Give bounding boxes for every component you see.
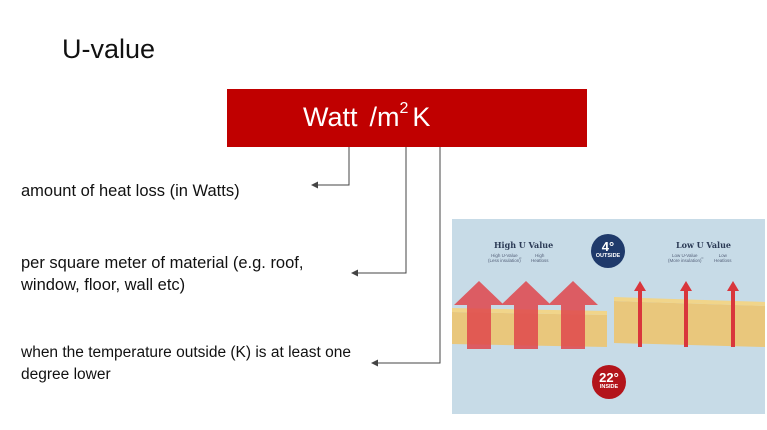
connector-watt: [312, 147, 350, 186]
unit-watt: Watt: [303, 102, 358, 132]
arrowhead-per-meter: [351, 269, 358, 277]
insulation-right-top: [614, 297, 765, 306]
unit-kelvin: K: [412, 102, 431, 132]
high-u-caption-a: High U-Value(Less insulation): [488, 253, 521, 263]
outside-label: OUTSIDE: [595, 253, 621, 259]
description-temperature: when the temperature outside (K) is at l…: [21, 344, 351, 383]
description-square-meter: per square meter of material (e.g. roof,…: [21, 254, 304, 294]
heat-arrow-right-3: [727, 281, 739, 347]
unit-squared: 2: [399, 100, 409, 117]
arrowhead-watt: [311, 181, 318, 189]
inside-label: INSIDE: [599, 384, 619, 390]
outside-temperature: 4°: [601, 239, 615, 254]
low-u-value-title: Low U Value: [676, 240, 731, 250]
heat-arrow-left-1: [454, 281, 504, 349]
low-u-equals: =: [701, 255, 704, 260]
high-u-value-title: High U Value: [494, 240, 554, 250]
u-value-infographic: High U Value High U-Value(Less insulatio…: [452, 219, 765, 414]
low-u-caption-a: Low U-Value(More insulation): [668, 253, 702, 263]
outside-temperature-badge: 4° OUTSIDE: [591, 234, 625, 268]
high-u-equals: =: [519, 255, 522, 260]
connector-per-meter: [352, 147, 407, 274]
infographic-drawing: [452, 281, 765, 349]
arrowhead-kelvin: [371, 359, 378, 367]
inside-temperature: 22°: [599, 370, 619, 385]
insulation-right: [614, 301, 765, 347]
unit-per-meter: /m: [369, 102, 400, 132]
slide-title: U-value: [62, 34, 156, 64]
heat-arrow-right-2: [680, 281, 692, 347]
inside-temperature-badge: 22° INSIDE: [592, 365, 626, 399]
heat-arrow-right-1: [634, 281, 646, 347]
description-heat-loss: amount of heat loss (in Watts): [21, 182, 240, 200]
heat-arrow-left-3: [548, 281, 598, 349]
unit-formula-box: [227, 89, 587, 147]
connector-kelvin: [372, 147, 441, 364]
heat-arrow-left-2: [501, 281, 551, 349]
